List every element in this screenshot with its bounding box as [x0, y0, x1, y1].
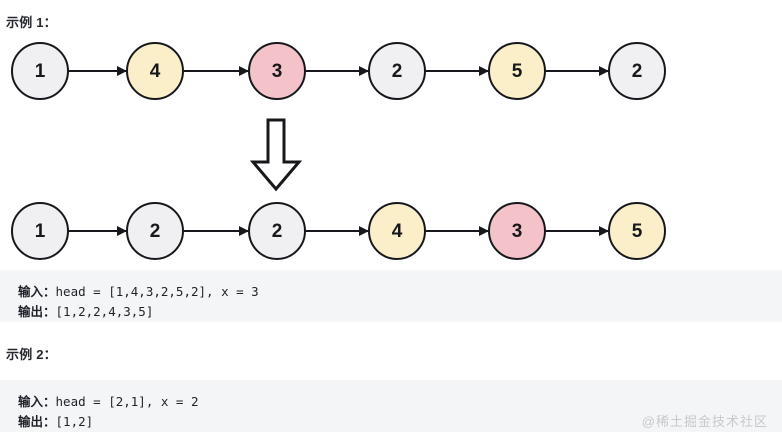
example-1-io-block: 输入：head = [1,4,3,2,5,2], x = 3 输出：[1,2,2…	[0, 270, 782, 322]
down-block-arrow-icon	[249, 118, 303, 192]
example-1-heading: 示例 1：	[6, 15, 57, 30]
example-1-output-line: 输出：[1,2,2,4,3,5]	[18, 302, 782, 322]
list-edge-arrow-icon	[546, 226, 609, 236]
list-edge-arrow-icon	[69, 226, 127, 236]
list-node: 2	[248, 202, 306, 260]
list-edge-arrow-icon	[426, 226, 489, 236]
example-2-io-block: 输入：head = [2,1], x = 2 输出：[1,2]	[0, 380, 782, 432]
list-node: 2	[368, 42, 426, 100]
list-edge-arrow-icon	[306, 226, 369, 236]
example-1-input-value: head = [1,4,3,2,5,2], x = 3	[55, 284, 259, 299]
example-2-heading: 示例 2：	[6, 347, 57, 362]
list-edge-arrow-icon	[184, 66, 249, 76]
list-node: 3	[488, 202, 546, 260]
list-edge-arrow-icon	[426, 66, 489, 76]
list-edge-arrow-icon	[306, 66, 369, 76]
list-node: 3	[248, 42, 306, 100]
list-edge-arrow-icon	[69, 66, 127, 76]
example-1-input-line: 输入：head = [1,4,3,2,5,2], x = 3	[18, 282, 782, 302]
example-2-input-value: head = [2,1], x = 2	[55, 394, 199, 409]
down-block-arrow-svg	[249, 118, 303, 192]
example-2-input-line: 输入：head = [2,1], x = 2	[18, 392, 782, 412]
list-edge-arrow-icon	[546, 66, 609, 76]
example-1-output-value: [1,2,2,4,3,5]	[55, 304, 154, 319]
list-edge-arrow-icon	[184, 226, 249, 236]
example-2-output-value: [1,2]	[55, 414, 94, 429]
list-node: 2	[608, 42, 666, 100]
example-2-input-label: 输入：	[18, 395, 56, 409]
example-1-input-label: 输入：	[18, 285, 56, 299]
list-node: 5	[608, 202, 666, 260]
list-node: 4	[368, 202, 426, 260]
example-2-output-line: 输出：[1,2]	[18, 412, 782, 432]
example-1-output-label: 输出：	[18, 305, 56, 319]
list-node: 1	[11, 42, 69, 100]
watermark: @稀土掘金技术社区	[641, 414, 768, 429]
list-node: 5	[488, 42, 546, 100]
list-node: 2	[126, 202, 184, 260]
list-node: 1	[11, 202, 69, 260]
list-node: 4	[126, 42, 184, 100]
example-2-output-label: 输出：	[18, 415, 56, 429]
